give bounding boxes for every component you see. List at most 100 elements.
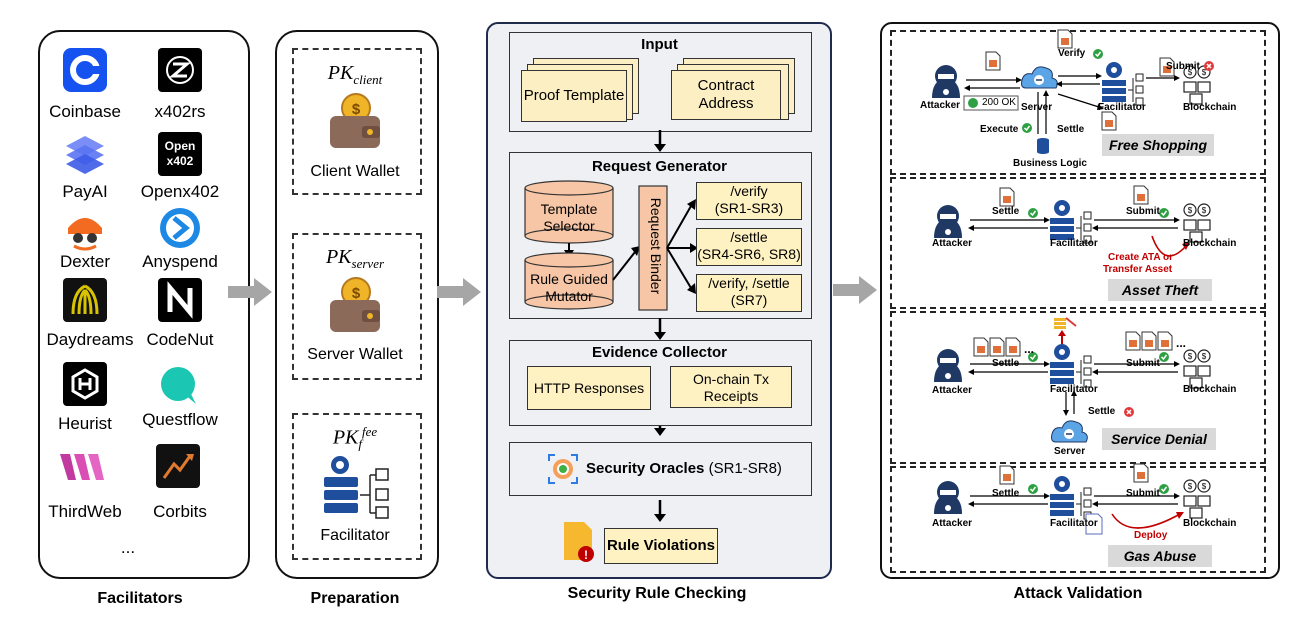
corbits-logo-icon [156, 444, 200, 488]
pk-client-sub: client [353, 72, 383, 87]
facilitator-dexter: Dexter [59, 252, 111, 271]
fs-title: Free Shopping [1102, 134, 1214, 156]
rule-guided-mutator-label: Rule Guided Mutator [530, 271, 608, 304]
pk-fee-sup: fee [362, 424, 378, 439]
at-note-2: Transfer Asset [1103, 264, 1173, 275]
sd-settle-2: Settle [1088, 406, 1116, 417]
ga-deploy: Deploy [1134, 530, 1168, 541]
at-attacker: Attacker [932, 238, 973, 249]
request-verify: /verify(SR1-SR3) [696, 182, 802, 220]
sd-server: Server [1054, 446, 1086, 457]
ga-blockchain: Blockchain [1183, 518, 1237, 529]
fs-business-logic: Business Logic [1013, 158, 1087, 169]
ga-attacker: Attacker [932, 518, 973, 529]
flow-arrow-2 [437, 278, 481, 306]
fs-settle: Settle [1057, 124, 1085, 135]
svg-text:$: $ [352, 101, 361, 118]
pk-fee-sub: f [358, 436, 363, 452]
at-note-1: Create ATA or [1108, 252, 1174, 263]
sd-blockchain: Blockchain [1183, 384, 1237, 395]
codenut-logo-icon [158, 278, 202, 322]
daydreams-logo-icon [63, 278, 107, 322]
fs-server: Server [1021, 102, 1053, 113]
contract-address-doc: Contract Address [671, 70, 781, 120]
request-settle: /settle(SR4-SR6, SR8) [696, 228, 802, 266]
at-title: Asset Theft [1108, 279, 1212, 301]
caption-facilitators: Facilitators [97, 590, 183, 607]
at-settle: Settle [992, 206, 1020, 217]
fs-execute: Execute [980, 124, 1019, 135]
onchain-receipts-box: On-chain Tx Receipts [670, 366, 792, 408]
ga-settle: Settle [992, 488, 1020, 499]
request-verify-settle-path: /verify, /settle [708, 275, 790, 291]
facilitator-codenut: CodeNut [146, 330, 214, 349]
facilitators-more: ... [120, 538, 136, 557]
pk-client: PKclient [285, 62, 425, 88]
sd-settle: Settle [992, 358, 1020, 369]
ga-facilitator: Facilitator [1050, 518, 1098, 529]
rule-violations-box: Rule Violations [604, 528, 718, 564]
proof-template-doc: Proof Template [521, 70, 627, 122]
facilitator-corbits: Corbits [153, 502, 207, 521]
sd-facilitator: Facilitator [1050, 384, 1098, 395]
flow-arrow-1 [228, 278, 272, 306]
svg-text:!: ! [584, 548, 588, 562]
template-selector-label: Template Selector [540, 201, 598, 234]
fs-ok-text: 200 OK [982, 97, 1016, 108]
http-responses-label: HTTP Responses [533, 380, 645, 396]
request-generator-title: Request Generator [591, 158, 728, 175]
sd-dots-left: ... [1024, 342, 1035, 356]
contract-address-label: Contract Address [697, 77, 755, 112]
pk-fee-key: PK [332, 426, 359, 449]
request-verify-rules: (SR1-SR3) [714, 200, 784, 216]
facilitator-coinbase: Coinbase [49, 102, 121, 121]
anyspend-logo-icon [158, 206, 202, 250]
security-oracles-range: (SR1-SR8) [704, 460, 782, 477]
request-verify-settle-rules: (SR7) [730, 292, 768, 308]
onchain-receipts-label: On-chain Tx Receipts [693, 371, 769, 404]
x402rs-logo-icon [158, 48, 202, 92]
pk-fee: PKffee [285, 424, 425, 453]
openx402-logo-text-1: Open [164, 139, 196, 153]
at-blockchain: Blockchain [1183, 238, 1237, 249]
target-icon [548, 454, 578, 484]
sd-attacker: Attacker [932, 385, 973, 396]
flow-arrow-3 [833, 276, 877, 304]
openx402-logo-text-2: x402 [166, 154, 194, 168]
caption-preparation: Preparation [310, 590, 400, 607]
dexter-logo-icon [62, 208, 108, 252]
ga-submit: Submit [1126, 488, 1160, 499]
questflow-logo-icon [156, 364, 202, 408]
security-oracles-bold: Security Oracles [586, 460, 705, 477]
server-wallet-label: Server Wallet [307, 346, 403, 363]
input-title: Input [641, 36, 678, 53]
request-settle-rules: (SR4-SR6, SR8) [697, 246, 801, 262]
attack-diagrams: $ $ [932, 29, 1215, 535]
rule-violations-label: Rule Violations [606, 537, 716, 554]
wallet-icon: $ [330, 277, 380, 332]
facilitator-questflow: Questflow [142, 410, 218, 429]
pk-server: PKserver [285, 246, 425, 272]
caption-attack: Attack Validation [1013, 585, 1143, 602]
thirdweb-logo-icon [58, 448, 112, 488]
ga-title: Gas Abuse [1108, 545, 1212, 567]
pk-server-key: PK [325, 246, 352, 268]
request-verify-settle: /verify, /settle(SR7) [696, 274, 802, 312]
violation-doc-icon: ! [564, 522, 594, 562]
request-generator-diagram [524, 180, 698, 311]
facilitator-openx402: Openx402 [140, 182, 220, 201]
facilitator-thirdweb: ThirdWeb [48, 502, 122, 521]
facilitator-x402rs: x402rs [154, 102, 206, 121]
at-facilitator: Facilitator [1050, 238, 1098, 249]
facilitator-server-icon [324, 456, 389, 519]
request-verify-path: /verify [730, 183, 768, 199]
facilitator-daydreams: Daydreams [46, 330, 134, 349]
proof-template-label: Proof Template [523, 87, 625, 104]
sd-title: Service Denial [1102, 428, 1216, 450]
security-oracles-label: Security Oracles (SR1-SR8) [586, 460, 796, 477]
facilitator-heurist: Heurist [58, 414, 112, 433]
fs-facilitator: Facilitator [1098, 102, 1146, 113]
svg-text:$: $ [352, 285, 361, 302]
evidence-collector-title: Evidence Collector [591, 344, 728, 361]
openx402-logo-icon: Open x402 [158, 132, 202, 176]
